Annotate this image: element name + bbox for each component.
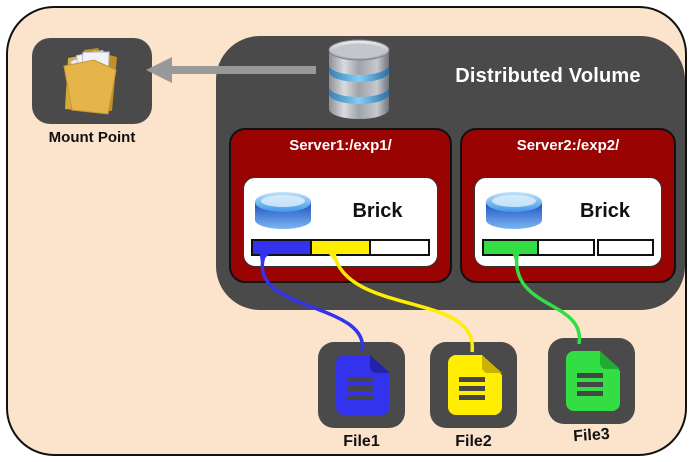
server2-box: Server2:/exp2/ Brick [460,128,676,283]
server1-brick-box: Brick [243,177,438,267]
file2-box [430,342,517,428]
file2-label: File2 [455,433,492,450]
volume-title: Distributed Volume [455,65,641,87]
server1-brick-label: Brick [352,200,403,222]
database-icon [328,39,390,119]
server1-allocation-bar [251,239,430,256]
server2-segment-empty2 [596,239,654,256]
server2-disk-icon [486,192,542,229]
server1-segment-empty [369,239,430,256]
file3-label: File3 [572,425,611,446]
server1-title: Server1:/exp1/ [289,137,392,154]
file1-label: File1 [343,433,380,450]
server2-brick-label: Brick [579,200,631,222]
distributed-volume-box: Distributed Volume Server1:/exp1/ [216,36,685,310]
file3-icon [565,351,620,411]
server2-brick-box: Brick [474,177,662,267]
mount-point-label: Mount Point [48,129,136,146]
server1-segment-file1 [251,239,312,256]
server2-segment-file3 [482,239,540,256]
server1-disk-icon [255,192,311,229]
file2-icon [447,355,502,415]
server2-segment-empty1 [537,239,595,256]
server1-segment-file2 [310,239,371,256]
mount-point-box [32,38,152,124]
outer-boundary: Mount Point [6,6,687,456]
server2-title: Server2:/exp2/ [516,137,620,154]
file3-box [548,338,635,424]
folder-icon [63,48,117,115]
server2-allocation-bar [482,239,654,256]
server1-box: Server1:/exp1/ [229,128,452,283]
file1-icon [335,355,390,415]
file1-box [318,342,405,428]
